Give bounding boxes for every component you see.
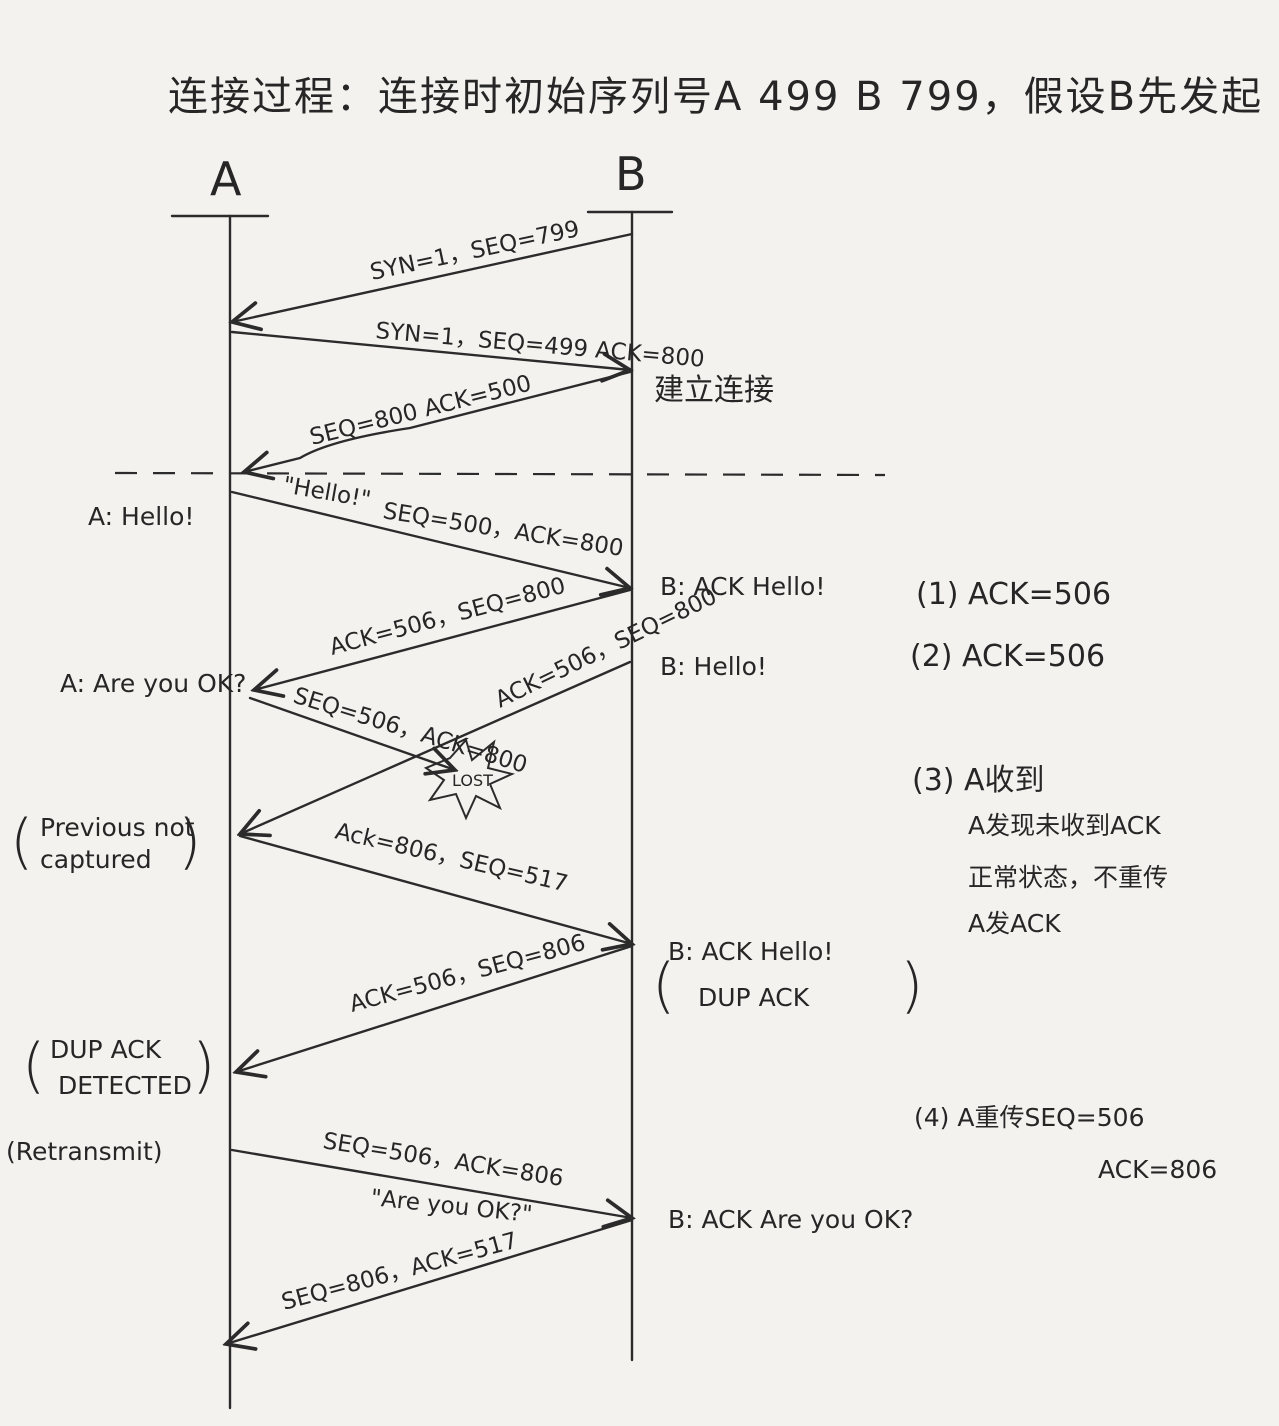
note-b-ack-hello2: B: ACK Hello!: [668, 937, 833, 966]
msg-m8: Ack=806，SEQ=517: [333, 819, 571, 898]
msg-m10b: "Are you OK?": [369, 1185, 533, 1228]
paren-b-right: ): [900, 951, 923, 1021]
arrow-m4: [230, 490, 630, 588]
note-a-hello: A: Hello!: [88, 502, 194, 531]
note-retransmit: (Retransmit): [6, 1137, 163, 1166]
step-4-line2: ACK=806: [1098, 1155, 1217, 1184]
step-2: (2) ACK=506: [910, 639, 1105, 674]
step-4-line1: (4) A重传SEQ=506: [914, 1103, 1144, 1132]
note-prev-line1: Previous not: [40, 813, 195, 842]
note-dup-line1: DUP ACK: [50, 1035, 162, 1064]
note-b-ack-hello: B: ACK Hello!: [660, 572, 825, 601]
arrow-m1: [232, 232, 634, 322]
arrow-m5: [254, 588, 632, 690]
node-b-label: B: [615, 147, 647, 201]
arrow-m10: [230, 1148, 632, 1218]
step-3-line2: A发现未收到ACK: [968, 811, 1161, 840]
msg-m9: ACK=506，SEQ=806: [347, 930, 589, 1018]
note-b-ack-areyouok: B: ACK Are you OK?: [668, 1205, 913, 1234]
diagram-title: 连接过程：连接时初始序列号A 499 B 799，假设B先发起: [168, 74, 1263, 120]
arrow-m3: [244, 370, 632, 472]
node-a-label: A: [210, 152, 242, 206]
arrow-m11: [226, 1218, 634, 1344]
arrow-m2: [230, 330, 630, 370]
msg-m10: SEQ=506，ACK=806: [321, 1128, 565, 1192]
note-establish: 建立连接: [654, 373, 774, 408]
paren-b-left: (: [652, 951, 675, 1021]
note-b-dup-ack: DUP ACK: [698, 983, 810, 1012]
arrow-m8: [238, 834, 632, 944]
step-3-line1: (3) A收到: [912, 763, 1045, 798]
msg-m4b: SEQ=500，ACK=800: [381, 498, 625, 562]
lost-burst-icon: [423, 737, 516, 821]
note-a-are-you-ok: A: Are you OK?: [60, 669, 246, 698]
paren-prev-right: ): [178, 807, 201, 877]
paren-prev-left: (: [10, 807, 33, 877]
note-prev-line2: captured: [40, 845, 152, 874]
msg-m3: SEQ=800 ACK=500: [307, 371, 534, 451]
step-3-line4: A发ACK: [968, 909, 1061, 938]
step-3-line3: 正常状态，不重传: [968, 863, 1168, 892]
msg-m2: SYN=1，SEQ=499 ACK=800: [374, 318, 705, 373]
lost-label: LOST: [452, 771, 493, 790]
paren-dup-right: ): [192, 1031, 215, 1101]
msg-m11: SEQ=806，ACK=517: [279, 1228, 521, 1316]
note-dup-line2: DETECTED: [58, 1071, 192, 1100]
note-b-hello: B: Hello!: [660, 652, 767, 681]
arrow-m9: [236, 944, 634, 1072]
paren-dup-left: (: [22, 1031, 45, 1101]
arrow-m7-lost: [248, 696, 455, 770]
step-1: (1) ACK=506: [916, 577, 1111, 612]
